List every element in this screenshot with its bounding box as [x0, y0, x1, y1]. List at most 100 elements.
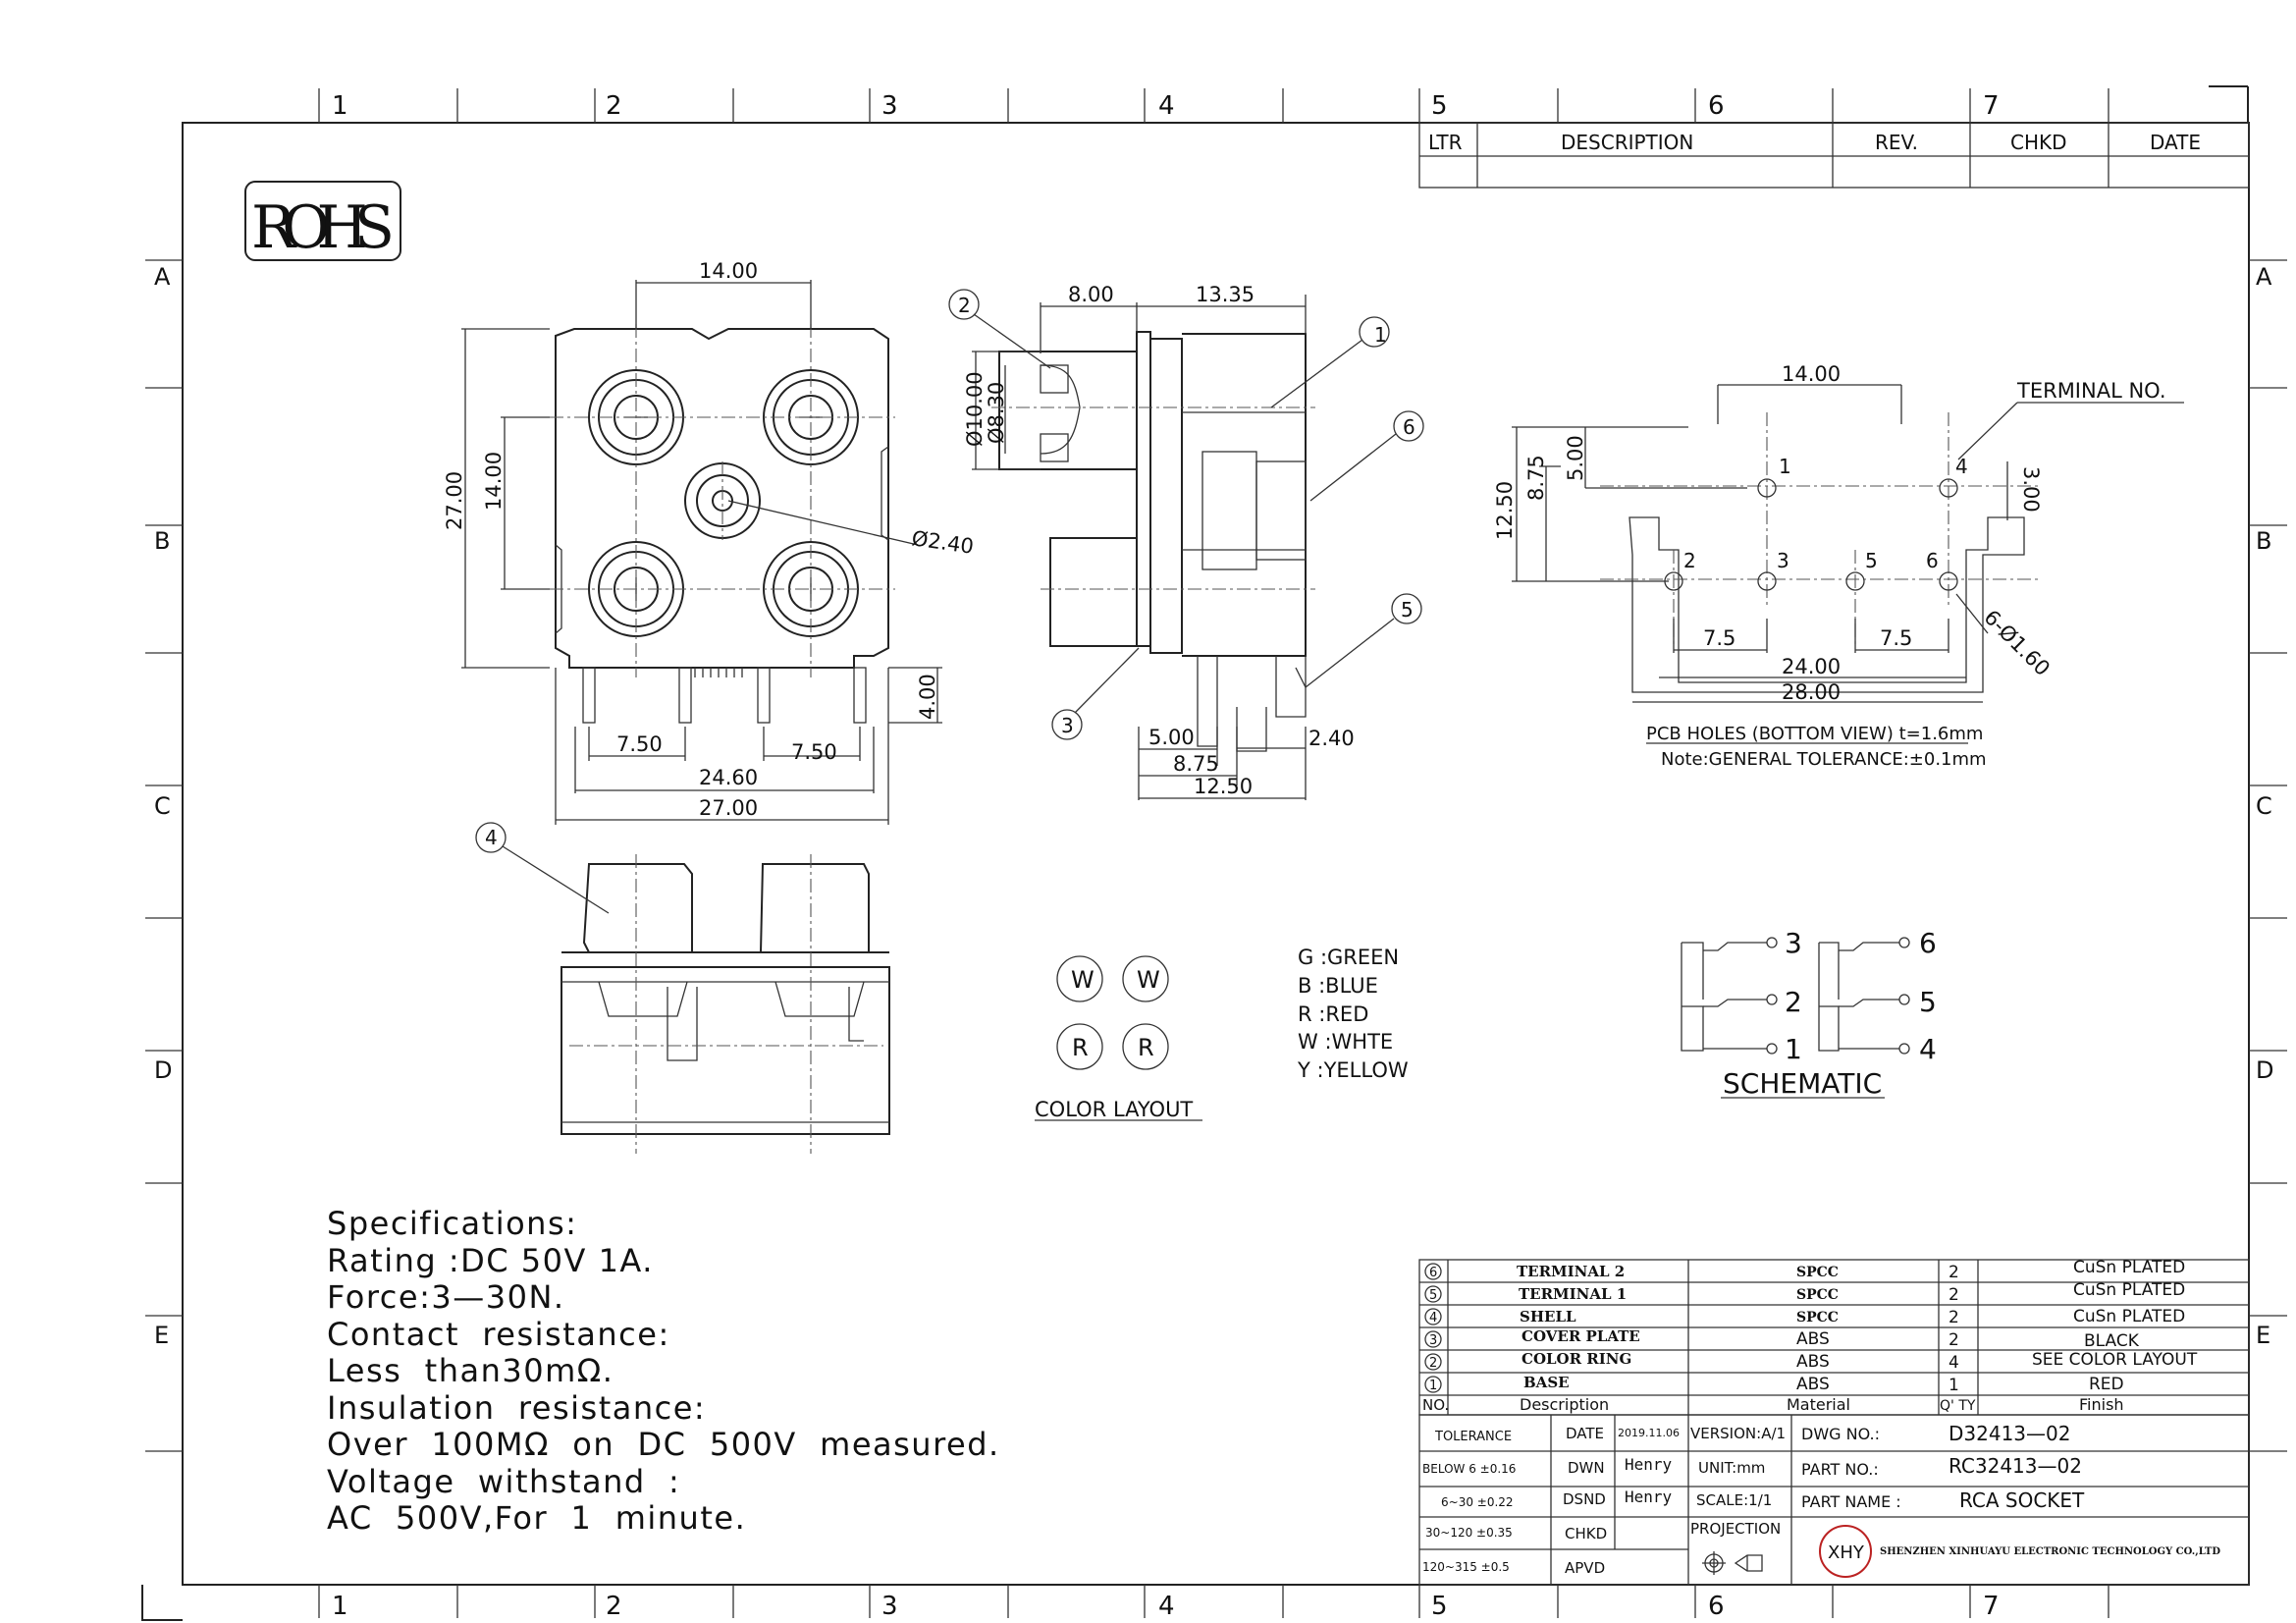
row-letter: C — [154, 792, 171, 820]
side-view: 8.00 13.35 Ø10.00 Ø8.30 5.00 2.40 8.75 1… — [948, 283, 1424, 800]
col-number: 3 — [881, 1592, 898, 1621]
bom-material: ABS — [1796, 1375, 1830, 1394]
dim-label: 3.00 — [2019, 466, 2043, 513]
bom-no: 1 — [1429, 1379, 1437, 1393]
dwg-no-label: DWG NO.: — [1801, 1425, 1880, 1443]
spec-line: Insulation resistance: — [327, 1388, 707, 1427]
spec-line: Less than30mΩ. — [327, 1352, 614, 1389]
schematic: 3 2 1 6 5 4 SCHEMATIC — [1681, 927, 1937, 1100]
color-layout-title: COLOR LAYOUT — [1035, 1098, 1193, 1121]
rohs-logo: ROHS — [244, 181, 401, 262]
spec-line: AC 500V,For 1 minute. — [327, 1499, 747, 1537]
front-view: 14.00 27.00 14.00 Ø2.40 4.00 7.50 7.50 2… — [443, 259, 975, 825]
schematic-pin: 2 — [1785, 986, 1802, 1018]
bom-row: 2 COLOR RING ABS 4 SEE COLOR LAYOUT — [1424, 1350, 2198, 1373]
legend-entry: R :RED — [1298, 1002, 1368, 1026]
legend-entry: Y :YELLOW — [1297, 1058, 1409, 1082]
dim-label: 24.60 — [699, 766, 758, 789]
spec-line: Specifications: — [327, 1205, 578, 1242]
bom-row: 1 BASE ABS 1 RED — [1424, 1374, 2124, 1395]
part-name-value: RCA SOCKET — [1959, 1488, 2085, 1512]
bom-desc: COLOR RING — [1522, 1350, 1631, 1368]
projection-label: PROJECTION — [1690, 1520, 1781, 1538]
bom-row: 3 COVER PLATE ABS 2 BLACK — [1424, 1327, 2140, 1351]
dim-label: 7.5 — [1880, 626, 1912, 650]
color-cell: W — [1071, 966, 1095, 994]
callout-number: 3 — [1061, 714, 1074, 737]
bom-qty: 4 — [1949, 1353, 1959, 1373]
bom-finish: CuSn PLATED — [2073, 1307, 2185, 1326]
pin-number: 2 — [1683, 549, 1696, 572]
col-number: 4 — [1158, 1592, 1175, 1621]
bom-desc: SHELL — [1520, 1308, 1576, 1325]
color-cell: R — [1072, 1034, 1089, 1061]
bom-material: SPCC — [1796, 1265, 1839, 1280]
bom-header-finish: Finish — [2079, 1395, 2124, 1414]
pin-number: 3 — [1777, 549, 1789, 572]
dim-label: 8.00 — [1068, 283, 1114, 306]
callout-number: 1 — [1374, 323, 1387, 347]
bom-no: 5 — [1429, 1288, 1437, 1303]
tolerance-row: 30~120 ±0.35 — [1425, 1526, 1513, 1540]
bom-table: 6 TERMINAL 2 SPCC 2 CuSn PLATED 5 TERMIN… — [1418, 1258, 2250, 1416]
legend-entry: G :GREEN — [1298, 946, 1399, 969]
projection-symbol-icon — [1702, 1551, 1763, 1575]
bom-finish: CuSn PLATED — [2073, 1258, 2185, 1277]
pin-number: 4 — [1955, 455, 1968, 478]
callout-number: 2 — [958, 294, 971, 317]
bom-row: 4 SHELL SPCC 2 CuSn PLATED — [1424, 1307, 2185, 1327]
rev-header-date: DATE — [2150, 131, 2201, 154]
bom-row: 6 TERMINAL 2 SPCC 2 CuSn PLATED — [1424, 1258, 2185, 1282]
col-number: 1 — [332, 91, 348, 121]
bom-no: 6 — [1429, 1266, 1437, 1280]
row-letter: B — [2256, 527, 2271, 555]
col-number: 2 — [606, 91, 622, 121]
callout-number: 5 — [1401, 598, 1414, 622]
dim-label: 14.00 — [699, 259, 758, 283]
legend-entry: W :WHTE — [1298, 1030, 1393, 1054]
row-letter: A — [2256, 263, 2272, 291]
callout-number: 6 — [1403, 415, 1415, 439]
row-letter: B — [154, 527, 170, 555]
bom-desc: COVER PLATE — [1522, 1327, 1640, 1345]
dim-label: 7.50 — [616, 732, 663, 756]
bom-qty: 1 — [1949, 1376, 1959, 1395]
dim-label: 7.5 — [1703, 626, 1735, 650]
bom-no: 3 — [1429, 1333, 1437, 1348]
dim-label: 5.00 — [1564, 435, 1587, 481]
scale-value: SCALE:1/1 — [1696, 1491, 1772, 1509]
bom-qty: 2 — [1949, 1285, 1959, 1305]
tolerance-label: TOLERANCE — [1434, 1430, 1512, 1444]
tolerance-row: 6~30 ±0.22 — [1441, 1495, 1514, 1509]
spec-line: Force:3—30N. — [327, 1278, 565, 1316]
bom-header-material: Material — [1787, 1395, 1850, 1414]
bom-qty: 2 — [1949, 1330, 1959, 1350]
bom-no: 2 — [1429, 1356, 1437, 1371]
spec-line: Rating :DC 50V 1A. — [327, 1241, 654, 1279]
dim-label: 5.00 — [1148, 726, 1195, 749]
dim-label: 24.00 — [1782, 655, 1841, 678]
col-number: 6 — [1708, 91, 1725, 121]
rev-header-rev: REV. — [1875, 131, 1918, 154]
col-number: 1 — [332, 1592, 348, 1621]
rohs-logo-text: ROHS — [251, 193, 395, 262]
color-layout: W W R R COLOR LAYOUT G :GREEN B :BLUE R … — [1035, 946, 1409, 1121]
part-no-label: PART NO.: — [1801, 1460, 1879, 1479]
company-name: SHENZHEN XINHUAYU ELECTRONIC TECHNOLOGY … — [1880, 1546, 2220, 1557]
tolerance-row: BELOW 6 ±0.16 — [1422, 1462, 1516, 1476]
schematic-title: SCHEMATIC — [1723, 1067, 1882, 1100]
version-value: VERSION:A/1 — [1690, 1425, 1786, 1442]
dim-label: 14.00 — [482, 452, 506, 511]
schematic-pin: 5 — [1919, 986, 1937, 1018]
color-cell: R — [1138, 1034, 1154, 1061]
part-name-label: PART NAME : — [1801, 1492, 1901, 1511]
bom-material: ABS — [1796, 1352, 1830, 1372]
spec-line: Voltage withstand : — [327, 1462, 681, 1500]
schematic-pin: 1 — [1785, 1033, 1802, 1065]
col-number: 6 — [1708, 1592, 1725, 1621]
dim-label: 8.75 — [1173, 752, 1219, 776]
schematic-pin: 6 — [1919, 927, 1937, 959]
dim-label: 12.50 — [1194, 775, 1253, 798]
dim-label: 2.40 — [1308, 727, 1355, 750]
dsnd-value: Henry — [1625, 1488, 1673, 1506]
